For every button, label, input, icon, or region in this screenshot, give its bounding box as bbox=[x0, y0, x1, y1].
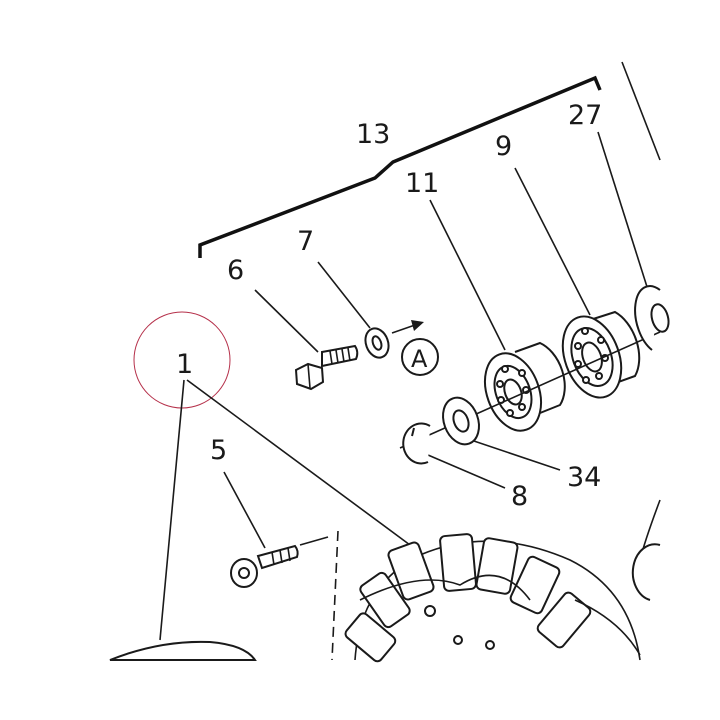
view-marker-label: A bbox=[411, 345, 428, 373]
bearing-11 bbox=[483, 341, 566, 432]
callout-13: 13 bbox=[356, 119, 390, 150]
group-bracket-13 bbox=[198, 75, 602, 258]
screw-axis bbox=[299, 536, 329, 546]
part-27 bbox=[634, 285, 670, 351]
washer-7 bbox=[364, 327, 390, 359]
leader-1b bbox=[186, 379, 411, 546]
cap-screw-5 bbox=[230, 544, 299, 588]
leader-8 bbox=[427, 454, 506, 489]
leader-5 bbox=[223, 471, 266, 549]
leader-7 bbox=[317, 261, 371, 329]
view-arrow bbox=[391, 320, 424, 334]
housing-partial bbox=[109, 640, 257, 661]
view-marker-circle bbox=[401, 338, 439, 376]
circlip-8 bbox=[402, 422, 431, 465]
washer-34 bbox=[442, 396, 480, 446]
right-edge-line bbox=[621, 61, 661, 161]
center-dashes bbox=[331, 530, 339, 661]
leader-9 bbox=[514, 167, 591, 316]
part-right-lower bbox=[631, 499, 661, 601]
bearing-9 bbox=[561, 310, 641, 399]
callout-5: 5 bbox=[210, 435, 227, 466]
leader-34 bbox=[464, 437, 561, 471]
bolt-6 bbox=[294, 344, 359, 391]
leader-1a bbox=[159, 379, 185, 641]
leader-27 bbox=[597, 131, 649, 291]
callout-27: 27 bbox=[568, 100, 602, 131]
callout-1: 1 bbox=[176, 349, 193, 380]
callout-8: 8 bbox=[511, 481, 528, 512]
shaft-axis bbox=[399, 331, 661, 449]
leader-6 bbox=[254, 289, 319, 353]
leader-11 bbox=[429, 199, 506, 351]
callout-9: 9 bbox=[495, 131, 512, 162]
callout-6: 6 bbox=[227, 255, 244, 286]
callout-34: 34 bbox=[567, 462, 601, 493]
stator-1 bbox=[344, 533, 641, 663]
callout-11: 11 bbox=[405, 168, 439, 199]
callout-7: 7 bbox=[297, 226, 314, 257]
